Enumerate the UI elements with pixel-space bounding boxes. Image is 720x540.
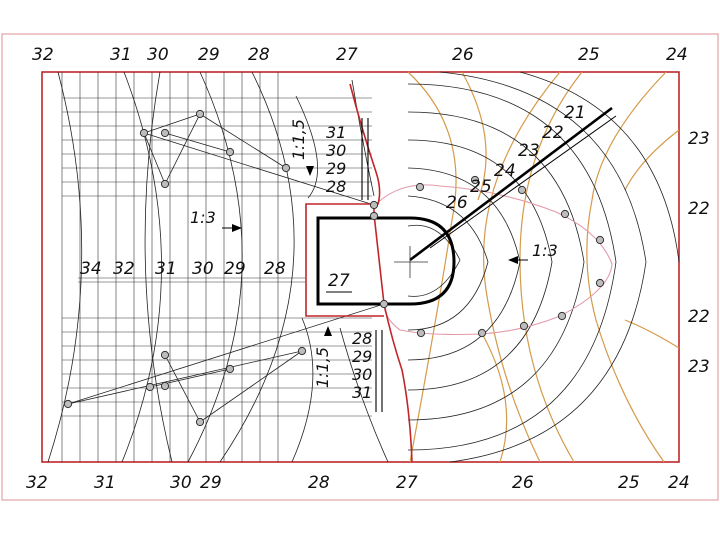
vertical-grid-lines <box>61 72 279 462</box>
slope-elevation: 31 <box>352 383 372 402</box>
bottom-label: 24 <box>668 473 690 493</box>
bottom-label: 25 <box>618 473 640 493</box>
slope-elevation: 30 <box>326 141 346 160</box>
slope-elevation: 29 <box>352 347 372 366</box>
survey-points <box>63 109 605 427</box>
row-label: 29 <box>224 259 246 279</box>
right-label: 22 <box>688 307 710 327</box>
arc-label: 26 <box>446 193 468 213</box>
top-labels: 32 31 30 29 28 27 26 25 24 <box>32 45 688 65</box>
row-label: 34 <box>80 259 102 279</box>
row-labels: 34 32 31 30 29 28 <box>80 259 286 279</box>
left-contour-curves <box>47 71 389 463</box>
outer-frame <box>1 33 719 501</box>
top-label: 32 <box>32 45 54 65</box>
slope-elevation: 30 <box>352 365 372 384</box>
grade-label-right: 1:3 <box>532 241 558 260</box>
right-label: 22 <box>688 199 710 219</box>
arc-labels: 21 22 23 24 25 26 <box>446 103 586 213</box>
top-label: 28 <box>248 45 270 65</box>
right-label: 23 <box>688 129 710 149</box>
arc-label: 25 <box>470 177 492 197</box>
top-label: 24 <box>666 45 688 65</box>
bottom-labels: 32 31 30 29 28 27 26 25 24 <box>26 473 690 493</box>
top-label: 25 <box>578 45 600 65</box>
right-labels: 23 22 22 23 <box>688 129 710 377</box>
right-label: 23 <box>688 357 710 377</box>
bottom-label: 26 <box>512 473 534 493</box>
bottom-label: 32 <box>26 473 48 493</box>
arrow-slope-top <box>306 166 314 176</box>
slope-elevation: 28 <box>352 329 372 348</box>
bottom-label: 27 <box>396 473 418 493</box>
bottom-label: 31 <box>94 473 116 493</box>
construction-lines <box>67 113 385 423</box>
bottom-label: 28 <box>308 473 330 493</box>
slope-elevation: 31 <box>326 123 346 142</box>
cut-boundary <box>349 83 413 463</box>
arrow-slope-bottom <box>324 326 332 336</box>
top-label: 29 <box>198 45 220 65</box>
right-contour-curves <box>407 71 680 463</box>
grade-label-left: 1:3 <box>190 208 216 227</box>
slope-elevation: 29 <box>326 159 346 178</box>
row-label: 28 <box>264 259 286 279</box>
row-label: 32 <box>113 259 135 279</box>
pad-cut-outline <box>305 203 384 317</box>
bottom-label: 30 <box>170 473 192 493</box>
arc-label: 22 <box>542 123 564 143</box>
slope-elevations-top: 31 30 29 28 <box>326 123 346 196</box>
arrow-grade-left <box>222 224 242 232</box>
slope-tick-lines <box>361 118 383 412</box>
slope-label-bottom: 1:1,5 <box>313 347 332 388</box>
axis-line <box>409 106 613 262</box>
axis-line-thin <box>429 115 617 249</box>
plan-field-border <box>41 71 680 463</box>
slope-label-top: 1:1,5 <box>289 119 308 160</box>
horizontal-grid-lines <box>62 97 372 417</box>
bottom-label: 29 <box>200 473 222 493</box>
arc-label: 21 <box>564 103 586 123</box>
slope-elevations-bottom: 28 29 30 31 <box>352 329 372 402</box>
pad-outline <box>316 216 456 306</box>
arrow-grade-right <box>508 256 528 264</box>
center-mark <box>394 246 428 278</box>
pad-elevation-label: 27 <box>328 271 350 291</box>
top-label: 27 <box>336 45 358 65</box>
row-label: 30 <box>192 259 214 279</box>
top-label: 31 <box>110 45 132 65</box>
top-label: 26 <box>452 45 474 65</box>
concentric-arcs <box>407 71 680 463</box>
row-label: 31 <box>155 259 177 279</box>
top-label: 30 <box>147 45 169 65</box>
arc-label: 23 <box>518 141 540 161</box>
slope-elevation: 28 <box>326 177 346 196</box>
arc-label: 24 <box>494 161 516 181</box>
